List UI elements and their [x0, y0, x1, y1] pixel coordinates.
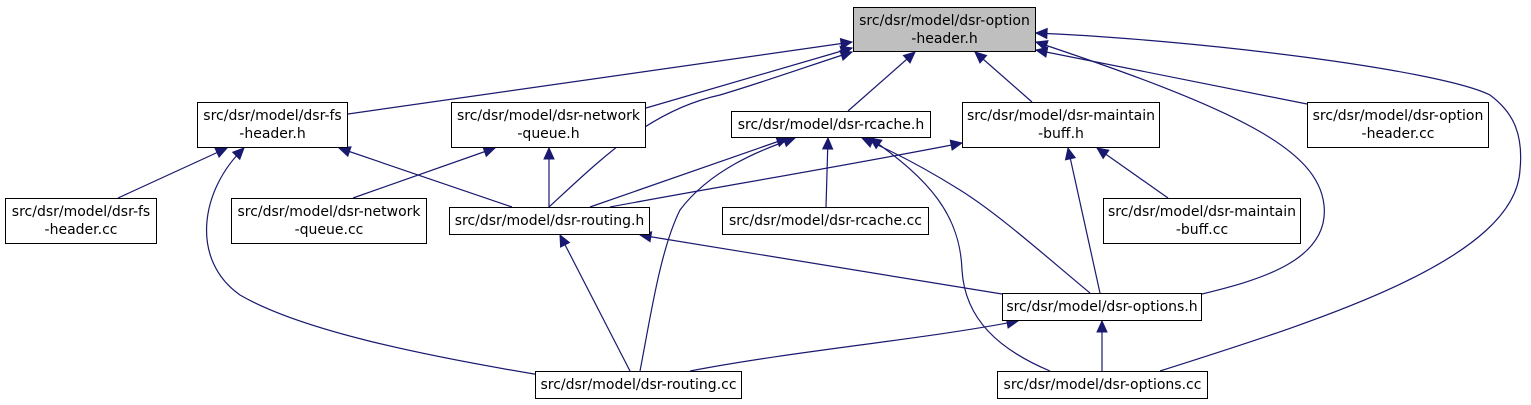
node-label-line: src/dsr/model/dsr-routing.cc — [540, 377, 737, 393]
dependency-edge — [645, 47, 853, 109]
dependency-edge — [974, 51, 1033, 103]
node-dsr-network-queue-h[interactable]: src/dsr/model/dsr-network -queue.h — [451, 102, 646, 148]
dependency-arrowhead — [974, 51, 988, 64]
dependency-arrowhead — [1064, 146, 1077, 161]
dependency-arrowhead — [337, 146, 352, 158]
dependency-edge — [559, 234, 631, 372]
node-label-line: src/dsr/model/dsr-network — [237, 204, 421, 220]
dependency-edge — [206, 147, 541, 376]
dependency-edge — [847, 51, 916, 112]
node-label-line: src/dsr/model/dsr-maintain — [966, 108, 1156, 124]
dependency-edge — [1035, 49, 1308, 105]
dependency-edge — [117, 147, 228, 199]
dependency-arrowhead — [1034, 46, 1049, 58]
dependency-edge — [689, 320, 1019, 372]
dependency-arrowhead — [869, 137, 883, 150]
dependency-arrowhead — [782, 136, 797, 148]
node-dsr-options-cc[interactable]: src/dsr/model/dsr-options.cc — [997, 371, 1208, 399]
dependency-edge — [639, 234, 1003, 295]
node-label-line: src/dsr/model/dsr-network — [456, 108, 641, 124]
node-dsr-rcache-h[interactable]: src/dsr/model/dsr-rcache.h — [731, 111, 931, 138]
dependency-edge — [338, 147, 513, 208]
node-label-line: -queue.h — [517, 126, 580, 142]
node-label-line: src/dsr/model/dsr-maintain — [1107, 204, 1297, 220]
node-label-line: src/dsr/model/dsr-routing.h — [454, 213, 645, 229]
dependency-arrowhead — [821, 136, 834, 150]
node-label-line: -buff.cc — [1175, 222, 1229, 238]
dependency-arrowhead — [902, 51, 916, 64]
node-dsr-rcache-cc[interactable]: src/dsr/model/dsr-rcache.cc — [722, 207, 929, 235]
dependency-edge — [861, 137, 1091, 294]
dependency-edge — [1035, 32, 1522, 372]
node-label-line: -header.h — [239, 126, 306, 142]
node-label-line: -queue.cc — [294, 222, 364, 238]
dependency-edge — [825, 137, 829, 208]
dependency-edge — [869, 137, 1051, 372]
node-label-line: src/dsr/model/dsr-option — [1312, 108, 1484, 124]
dependency-arrowhead — [949, 139, 964, 151]
node-dsr-maintain-buff-cc[interactable]: src/dsr/model/dsr-maintain -buff.cc — [1103, 198, 1301, 244]
dependency-arrowhead — [543, 146, 555, 160]
node-label-line: src/dsr/model/dsr-options.h — [1006, 299, 1198, 315]
dependency-arrowhead — [559, 233, 571, 248]
dependency-edge — [1096, 147, 1169, 199]
node-dsr-routing-cc[interactable]: src/dsr/model/dsr-routing.cc — [535, 371, 742, 399]
node-dsr-option-header-h: src/dsr/model/dsr-option -header.h — [853, 7, 1036, 52]
dependency-arrowhead — [1096, 147, 1110, 160]
node-label-line: src/dsr/model/dsr-rcache.cc — [729, 213, 922, 229]
dependency-edge — [347, 41, 853, 115]
node-label-line: src/dsr/model/dsr-rcache.h — [737, 116, 925, 133]
dependency-edge — [352, 147, 496, 199]
dependency-edge — [589, 137, 789, 208]
node-label-line: src/dsr/model/dsr-fs — [11, 204, 151, 220]
node-dsr-maintain-buff-h[interactable]: src/dsr/model/dsr-maintain -buff.h — [962, 102, 1160, 148]
node-label-line: src/dsr/model/dsr-fs — [203, 108, 342, 124]
node-dsr-option-header-cc[interactable]: src/dsr/model/dsr-option -header.cc — [1307, 102, 1489, 148]
dependency-arrowhead — [482, 146, 497, 158]
node-label-line: -header.cc — [1361, 126, 1435, 142]
dependency-arrowhead — [1034, 27, 1048, 40]
node-dsr-network-queue-cc[interactable]: src/dsr/model/dsr-network -queue.cc — [231, 198, 427, 244]
node-label-line: -header.cc — [44, 222, 118, 238]
dependency-edge — [639, 137, 796, 372]
node-dsr-fs-header-h[interactable]: src/dsr/model/dsr-fs -header.h — [197, 102, 348, 148]
node-label-line: src/dsr/model/dsr-options.cc — [1003, 377, 1202, 393]
dependency-edge — [548, 51, 853, 208]
dependency-edge — [609, 142, 963, 208]
dependency-arrowhead — [1034, 40, 1049, 52]
node-label-line: -header.h — [911, 30, 978, 47]
dependency-edge — [1035, 41, 1325, 295]
node-dsr-routing-h[interactable]: src/dsr/model/dsr-routing.h — [449, 207, 650, 235]
dependency-edge — [1067, 147, 1101, 294]
dependency-arrowhead — [214, 147, 229, 159]
node-label-line: src/dsr/model/dsr-option — [859, 12, 1030, 29]
node-dsr-fs-header-cc[interactable]: src/dsr/model/dsr-fs -header.cc — [5, 198, 157, 244]
dependency-arrowhead — [839, 49, 854, 61]
node-label-line: -buff.h — [1038, 126, 1084, 142]
dependency-arrowhead — [1096, 319, 1108, 333]
dependency-arrowhead — [839, 37, 854, 50]
node-dsr-options-h[interactable]: src/dsr/model/dsr-options.h — [1002, 293, 1202, 321]
dependency-arrowhead — [231, 147, 245, 161]
